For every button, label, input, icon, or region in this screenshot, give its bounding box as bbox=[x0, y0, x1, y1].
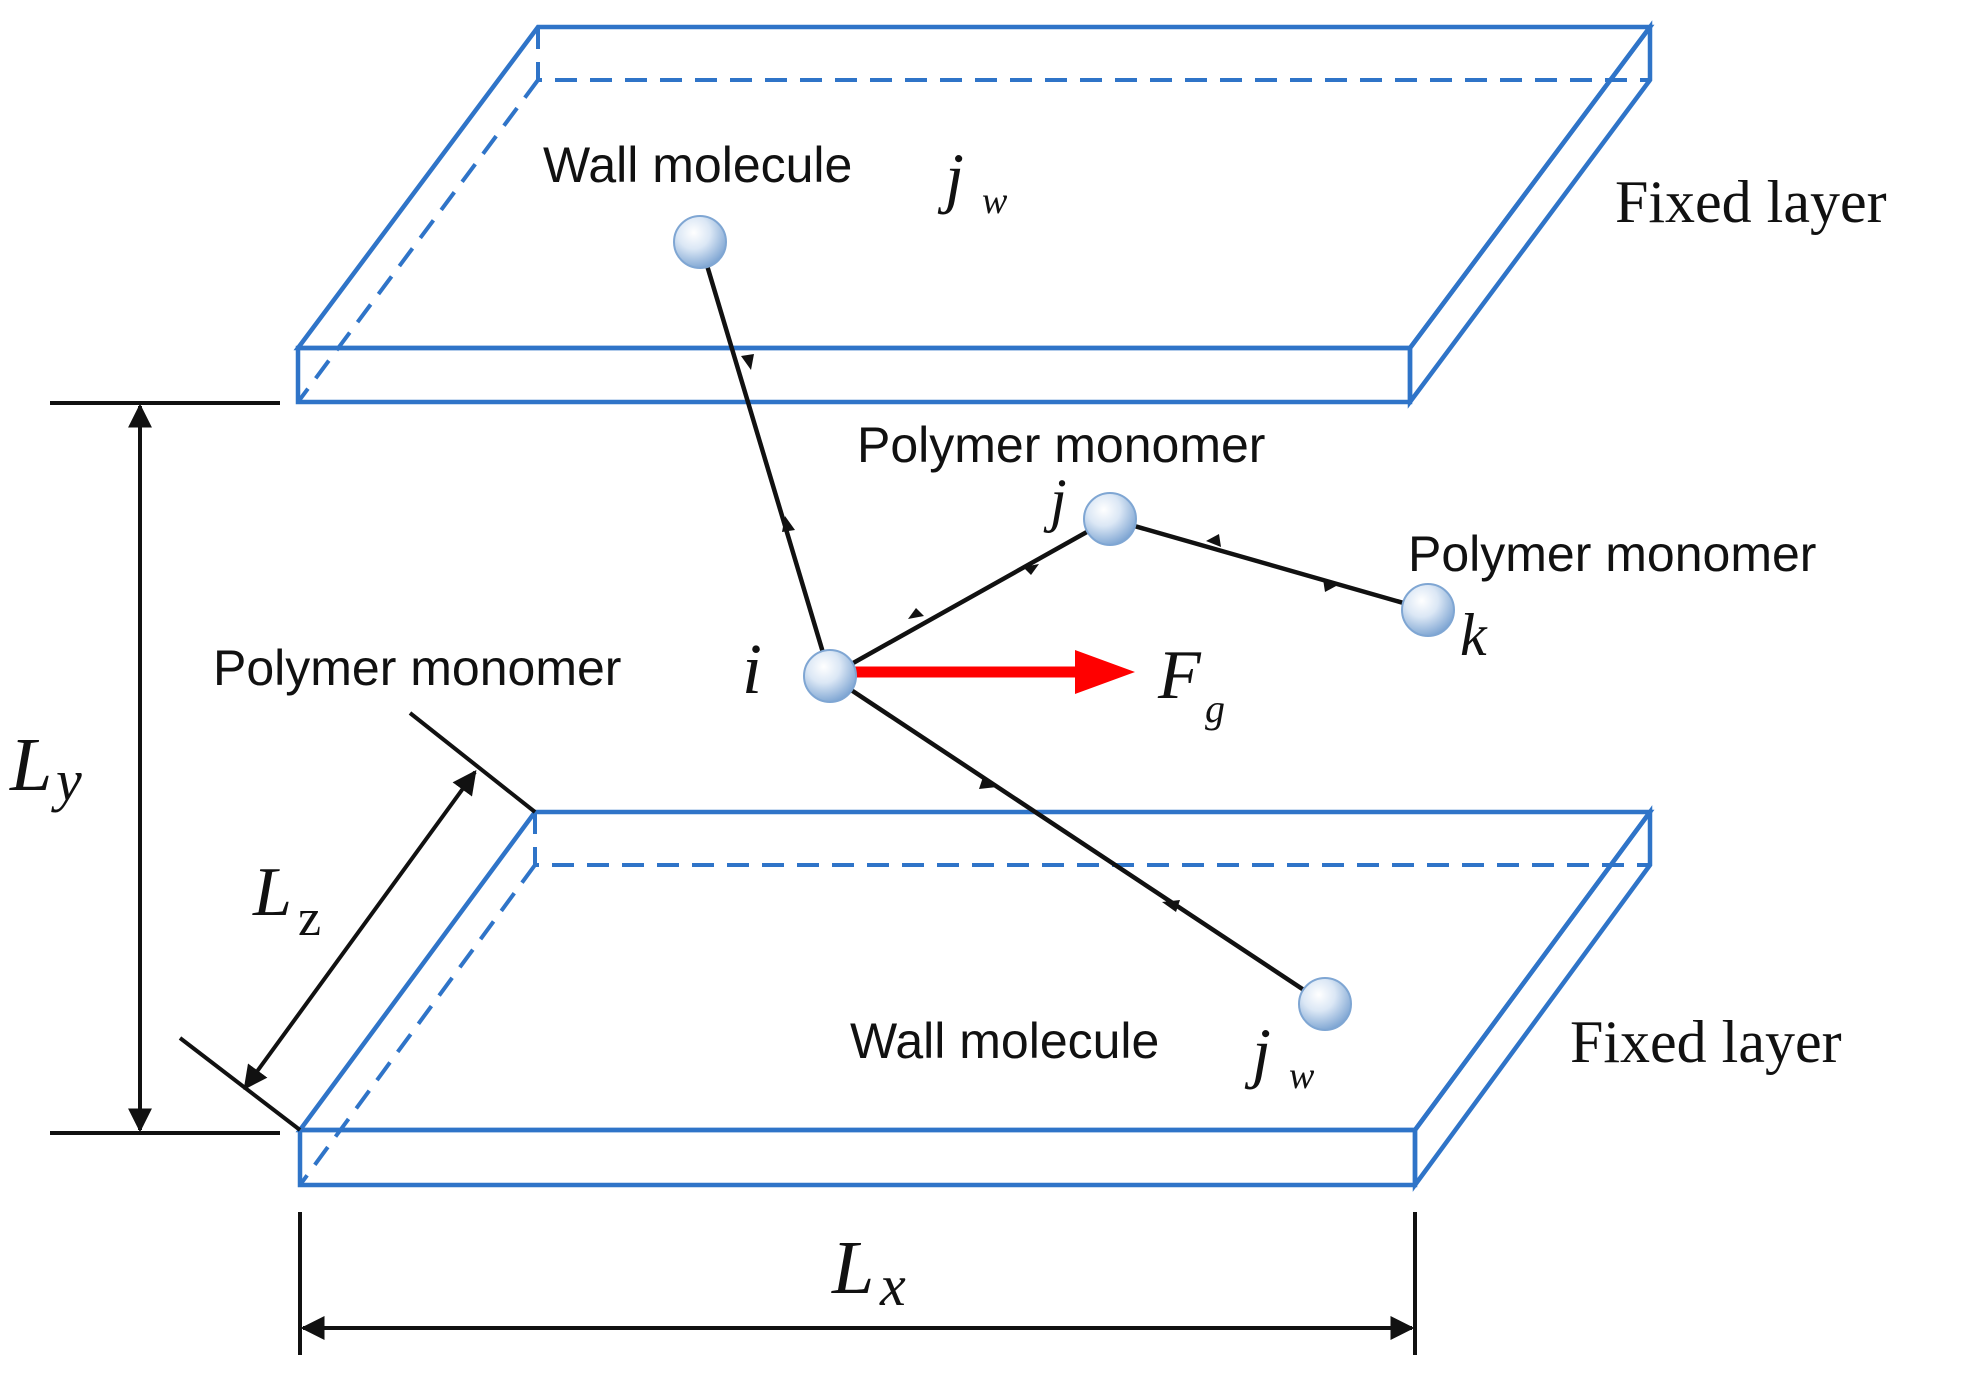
bottom-plate-right-face bbox=[1412, 805, 1653, 1192]
force-arrow-head bbox=[1075, 650, 1135, 694]
dim-lz-subscript: z bbox=[298, 890, 321, 947]
monomer-i-symbol: i bbox=[742, 629, 762, 709]
monomer-j-bead bbox=[1083, 492, 1137, 546]
dim-ly-symbol: L bbox=[9, 723, 52, 807]
wall-molecule-bottom-symbol: j bbox=[1244, 1014, 1271, 1090]
dim-lx-subscript: x bbox=[879, 1253, 906, 1318]
lz-bottom-tick bbox=[178, 1036, 302, 1132]
arrow-j-to-i bbox=[1023, 564, 1039, 575]
bond-i-to-j bbox=[828, 517, 1112, 678]
top-plate-front-face bbox=[295, 345, 1413, 405]
molecules bbox=[673, 215, 1455, 1031]
dim-lz-symbol: L bbox=[252, 854, 292, 931]
monomer-j-label: Polymer monomer bbox=[857, 417, 1265, 473]
wall-molecule-top-bead bbox=[673, 215, 727, 269]
top-plate-hidden-diagonal bbox=[296, 78, 540, 404]
arrow-i-to-bottom-wall bbox=[979, 777, 997, 789]
monomer-i-label: Polymer monomer bbox=[213, 640, 621, 696]
bottom-plate-front-face bbox=[297, 1127, 1418, 1188]
wall-molecule-bottom-bead bbox=[1298, 977, 1352, 1031]
interaction-lines bbox=[697, 241, 1429, 1006]
wall-molecule-top-symbol: j bbox=[937, 139, 964, 215]
bond-top-wall-to-i bbox=[697, 241, 833, 677]
monomer-i-bead bbox=[803, 649, 857, 703]
labels: Wall molecule j w Fixed layer Polymer mo… bbox=[9, 137, 1887, 1318]
arrow-top-wall-down bbox=[741, 354, 754, 370]
monomer-j-symbol: j bbox=[1043, 467, 1067, 533]
dimension-lx bbox=[298, 1212, 1417, 1355]
wall-molecule-top-label: Wall molecule bbox=[543, 137, 852, 193]
bond-i-to-bottom-wall bbox=[828, 674, 1327, 1006]
arrow-k-to-j bbox=[1323, 579, 1338, 592]
wall-molecule-top-subscript: w bbox=[982, 180, 1008, 222]
top-plate-hidden-edge bbox=[536, 27, 1650, 82]
top-plate-right-face bbox=[1407, 20, 1653, 409]
monomer-k-symbol: k bbox=[1460, 602, 1488, 668]
monomer-k-bead bbox=[1401, 583, 1455, 637]
arrow-i-up bbox=[782, 516, 795, 532]
dimension-ly bbox=[50, 401, 280, 1135]
driving-force-arrow bbox=[848, 650, 1135, 694]
fixed-layer-top-label: Fixed layer bbox=[1615, 169, 1887, 235]
dimension-lz bbox=[178, 711, 537, 1132]
lz-top-tick bbox=[408, 711, 537, 814]
dim-lx-symbol: L bbox=[831, 1226, 874, 1310]
bond-j-to-k bbox=[1109, 516, 1429, 613]
arrow-j-to-k bbox=[1206, 534, 1221, 547]
force-symbol: F bbox=[1157, 637, 1202, 714]
top-fixed-layer-plate bbox=[293, 20, 1655, 409]
wall-molecule-bottom-subscript: w bbox=[1289, 1055, 1315, 1097]
wall-molecule-bottom-label: Wall molecule bbox=[850, 1013, 1159, 1069]
monomer-k-label: Polymer monomer bbox=[1408, 526, 1816, 582]
arrow-i-to-j bbox=[908, 608, 924, 619]
lz-arrow bbox=[243, 770, 477, 1090]
bottom-plate-hidden-diagonal bbox=[298, 863, 537, 1187]
arrow-bottom-wall-to-i bbox=[1162, 900, 1180, 912]
bottom-fixed-layer-plate bbox=[295, 805, 1655, 1192]
dim-ly-subscript: y bbox=[51, 748, 82, 813]
force-subscript: g bbox=[1205, 686, 1225, 731]
bottom-plate-hidden-edge bbox=[533, 812, 1650, 867]
fixed-layer-bottom-label: Fixed layer bbox=[1570, 1009, 1842, 1075]
